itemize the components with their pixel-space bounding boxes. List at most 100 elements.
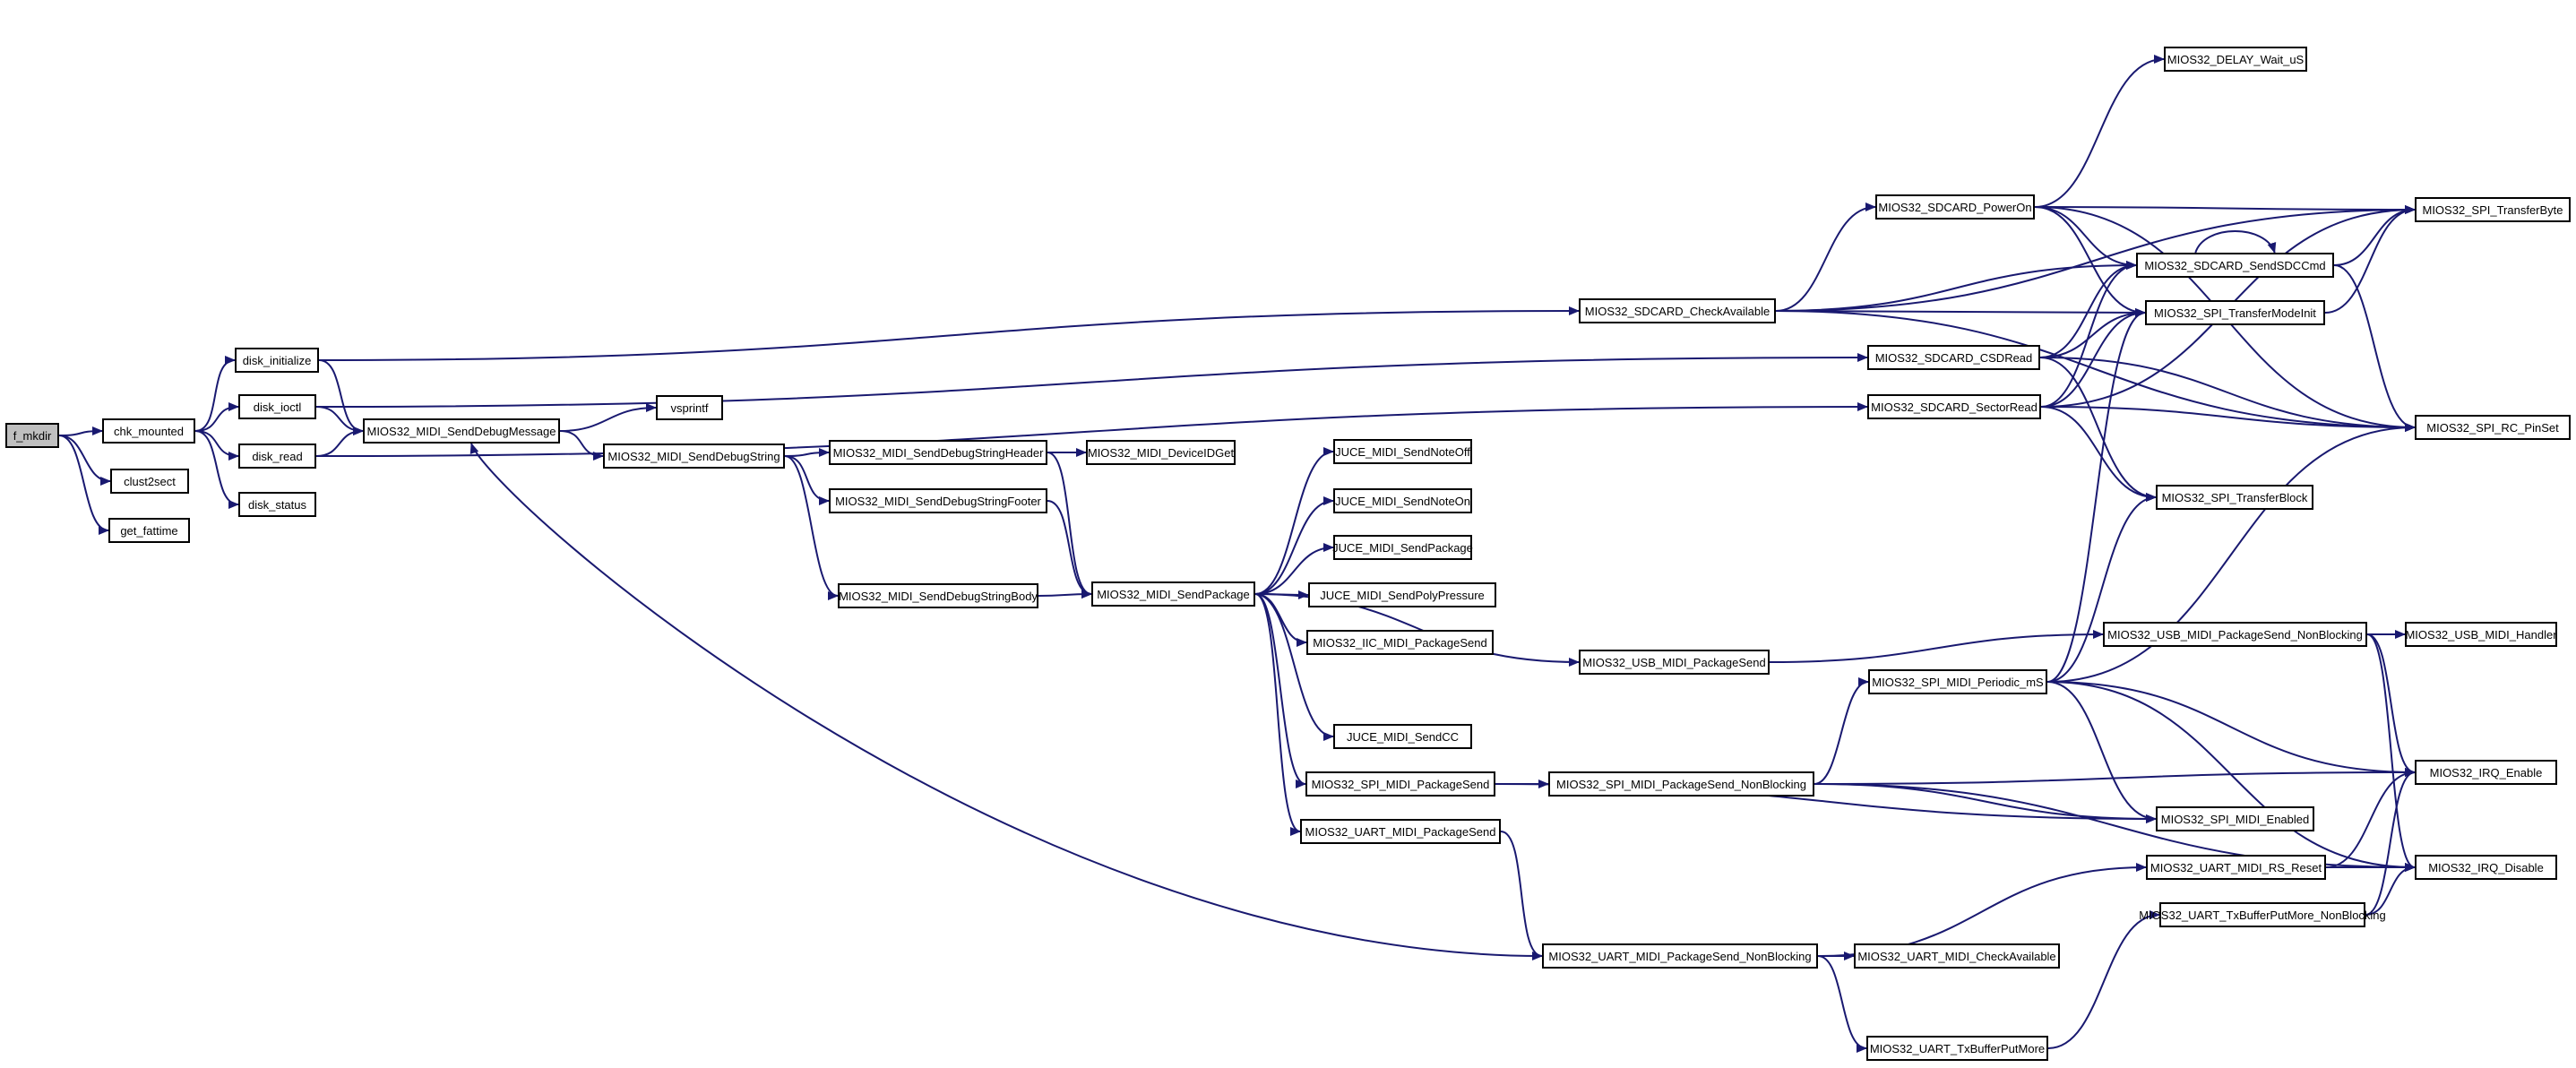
node-mios32-spi-transfermodeinit[interactable]: MIOS32_SPI_TransferModeInit	[2145, 300, 2325, 325]
edge-mios32-usb-midi-packagesend-to-mios32-usb-midi-packagesend-nonblocking	[1769, 630, 2104, 663]
node-mios32-spi-midi-enabled[interactable]: MIOS32_SPI_MIDI_Enabled	[2156, 806, 2314, 831]
edge-mios32-sdcard-poweron-to-mios32-spi-transfermodeinit	[2034, 206, 2146, 317]
node-mios32-midi-sendpackage[interactable]: MIOS32_MIDI_SendPackage	[1091, 581, 1255, 607]
edge-mios32-sdcard-sectorread-to-mios32-spi-transferblock	[2040, 406, 2157, 502]
edge-disk-ioctl-to-mios32-sdcard-csdread	[315, 353, 1868, 408]
node-mios32-spi-midi-periodic-ms[interactable]: MIOS32_SPI_MIDI_Periodic_mS	[1868, 669, 2047, 694]
edge-f-mkdir-to-clust2sect	[58, 435, 111, 486]
node-mios32-irq-disable[interactable]: MIOS32_IRQ_Disable	[2415, 855, 2557, 880]
edge-mios32-usb-midi-packagesend-nonblocking-to-mios32-irq-disable	[2366, 633, 2416, 872]
node-mios32-sdcard-poweron[interactable]: MIOS32_SDCARD_PowerOn	[1875, 194, 2035, 220]
edge-disk-initialize-to-mios32-sdcard-checkavailable	[318, 306, 1580, 361]
node-juce-midi-sendcc[interactable]: JUCE_MIDI_SendCC	[1333, 724, 1472, 749]
edge-mios32-spi-transfermodeinit-to-mios32-spi-transferbyte	[2324, 205, 2416, 314]
node-disk-initialize[interactable]: disk_initialize	[235, 348, 319, 373]
node-mios32-sdcard-csdread[interactable]: MIOS32_SDCARD_CSDRead	[1867, 345, 2040, 370]
edge-mios32-sdcard-checkavailable-to-mios32-sdcard-poweron	[1775, 202, 1876, 312]
node-mios32-usb-midi-packagesend-nonblocking[interactable]: MIOS32_USB_MIDI_PackageSend_NonBlocking	[2103, 622, 2367, 647]
edge-mios32-sdcard-sectorread-to-mios32-sdcard-sendsdccmd	[2040, 261, 2137, 408]
edge-mios32-spi-midi-periodic-ms-to-mios32-spi-midi-enabled	[2046, 681, 2157, 823]
node-disk-ioctl[interactable]: disk_ioctl	[238, 394, 316, 419]
node-mios32-uart-midi-packagesend[interactable]: MIOS32_UART_MIDI_PackageSend	[1300, 819, 1501, 844]
node-mios32-midi-senddebugstringheader[interactable]: MIOS32_MIDI_SendDebugStringHeader	[829, 440, 1047, 465]
node-juce-midi-sendpolypressure[interactable]: JUCE_MIDI_SendPolyPressure	[1308, 582, 1496, 607]
edge-mios32-midi-sendpackage-to-juce-midi-sendnoteoff	[1254, 447, 1334, 595]
edge-mios32-sdcard-checkavailable-to-mios32-spi-transfermodeinit	[1775, 307, 2146, 317]
node-mios32-uart-txbufferputmore[interactable]: MIOS32_UART_TxBufferPutMore	[1866, 1036, 2048, 1061]
node-mios32-sdcard-sendsdccmd[interactable]: MIOS32_SDCARD_SendSDCCmd	[2136, 253, 2334, 278]
node-juce-midi-sendnoteon[interactable]: JUCE_MIDI_SendNoteOn	[1333, 488, 1472, 513]
edge-mios32-uart-midi-packagesend-nonblocking-to-mios32-uart-txbufferputmore	[1817, 955, 1867, 1053]
edge-mios32-sdcard-poweron-to-mios32-delay-wait-us	[2034, 55, 2165, 208]
edge-mios32-midi-sendpackage-to-juce-midi-sendnoteon	[1254, 496, 1334, 595]
edge-mios32-sdcard-sendsdccmd-to-mios32-sdcard-sendsdccmd	[2194, 230, 2277, 254]
edge-mios32-sdcard-checkavailable-to-mios32-spi-rc-pinset	[1775, 310, 2416, 432]
node-vsprintf[interactable]: vsprintf	[656, 395, 723, 420]
node-clust2sect[interactable]: clust2sect	[110, 469, 189, 494]
edge-mios32-sdcard-sendsdccmd-to-mios32-spi-transferbyte	[2333, 205, 2416, 266]
edge-mios32-spi-midi-periodic-ms-to-mios32-spi-transferblock	[2046, 493, 2157, 683]
edge-mios32-sdcard-csdread-to-mios32-spi-transfermodeinit	[2039, 308, 2146, 358]
node-mios32-midi-senddebugstringfooter[interactable]: MIOS32_MIDI_SendDebugStringFooter	[829, 488, 1047, 513]
node-mios32-midi-senddebugstring[interactable]: MIOS32_MIDI_SendDebugString	[603, 444, 785, 469]
edge-mios32-sdcard-csdread-to-mios32-sdcard-sendsdccmd	[2039, 261, 2137, 358]
edge-mios32-uart-midi-rs-reset-to-mios32-irq-enable	[2325, 768, 2416, 868]
edge-mios32-midi-senddebugmessage-to-mios32-midi-senddebugstring	[559, 430, 604, 461]
edge-mios32-spi-midi-periodic-ms-to-mios32-spi-transfermodeinit	[2046, 308, 2146, 683]
edge-mios32-spi-midi-periodic-ms-to-mios32-spi-rc-pinset	[2046, 423, 2416, 683]
node-mios32-uart-midi-checkavailable[interactable]: MIOS32_UART_MIDI_CheckAvailable	[1854, 943, 2060, 969]
node-mios32-iic-midi-packagesend[interactable]: MIOS32_IIC_MIDI_PackageSend	[1306, 630, 1494, 655]
edge-chk-mounted-to-disk-status	[194, 430, 239, 509]
node-mios32-uart-txbufferputmore-nonblocking[interactable]: MIOS32_UART_TxBufferPutMore_NonBlocking	[2139, 902, 2386, 927]
node-get-fattime[interactable]: get_fattime	[108, 518, 190, 543]
edge-mios32-sdcard-checkavailable-to-mios32-spi-transferbyte	[1775, 205, 2416, 312]
node-mios32-spi-midi-packagesend[interactable]: MIOS32_SPI_MIDI_PackageSend	[1305, 771, 1495, 797]
edge-mios32-sdcard-csdread-to-mios32-spi-rc-pinset	[2039, 357, 2416, 432]
node-disk-read[interactable]: disk_read	[238, 444, 316, 469]
edge-chk-mounted-to-disk-ioctl	[194, 402, 239, 432]
edge-mios32-midi-senddebugstringheader-to-mios32-midi-sendpackage	[1047, 452, 1092, 599]
node-f-mkdir: f_mkdir	[5, 423, 59, 448]
node-disk-status[interactable]: disk_status	[238, 492, 316, 517]
node-chk-mounted[interactable]: chk_mounted	[102, 418, 195, 444]
edge-mios32-midi-sendpackage-to-juce-midi-sendcc	[1254, 593, 1334, 741]
node-mios32-uart-midi-rs-reset[interactable]: MIOS32_UART_MIDI_RS_Reset	[2146, 855, 2326, 880]
edge-mios32-uart-txbufferputmore-to-mios32-uart-txbufferputmore-nonblocking	[2047, 910, 2160, 1049]
node-mios32-spi-midi-packagesend-nonblocking[interactable]: MIOS32_SPI_MIDI_PackageSend_NonBlocking	[1548, 771, 1814, 797]
node-mios32-irq-enable[interactable]: MIOS32_IRQ_Enable	[2415, 760, 2557, 785]
node-mios32-sdcard-sectorread[interactable]: MIOS32_SDCARD_SectorRead	[1867, 394, 2041, 419]
edge-mios32-sdcard-sectorread-to-mios32-spi-rc-pinset	[2040, 406, 2416, 432]
node-mios32-sdcard-checkavailable[interactable]: MIOS32_SDCARD_CheckAvailable	[1579, 298, 1776, 323]
edge-mios32-sdcard-checkavailable-to-mios32-sdcard-sendsdccmd	[1775, 261, 2137, 312]
edge-f-mkdir-to-chk-mounted	[58, 426, 103, 436]
edge-mios32-midi-senddebugstringbody-to-mios32-midi-sendpackage	[1038, 590, 1092, 599]
edge-mios32-spi-midi-periodic-ms-to-mios32-irq-enable	[2046, 681, 2416, 777]
node-juce-midi-sendpackage[interactable]: JUCE_MIDI_SendPackage	[1332, 535, 1473, 560]
edge-mios32-spi-midi-packagesend-nonblocking-to-mios32-irq-enable	[1814, 768, 2416, 785]
node-mios32-midi-senddebugmessage[interactable]: MIOS32_MIDI_SendDebugMessage	[363, 418, 560, 444]
edge-mios32-sdcard-sectorread-to-mios32-spi-transfermodeinit	[2040, 308, 2146, 408]
edge-mios32-uart-midi-packagesend-to-mios32-uart-midi-packagesend-nonblocking	[1500, 831, 1543, 960]
edge-mios32-sdcard-poweron-to-mios32-sdcard-sendsdccmd	[2034, 206, 2137, 270]
node-mios32-midi-senddebugstringbody[interactable]: MIOS32_MIDI_SendDebugStringBody	[838, 583, 1038, 608]
node-mios32-usb-midi-handler[interactable]: MIOS32_USB_MIDI_Handler	[2405, 622, 2557, 647]
node-mios32-spi-transferblock[interactable]: MIOS32_SPI_TransferBlock	[2156, 485, 2313, 510]
node-mios32-delay-wait-us[interactable]: MIOS32_DELAY_Wait_uS	[2164, 47, 2307, 72]
edge-mios32-uart-midi-packagesend-nonblocking-to-mios32-midi-senddebugmessage	[470, 443, 1543, 957]
edge-f-mkdir-to-get-fattime	[58, 435, 109, 535]
node-juce-midi-sendnoteoff[interactable]: JUCE_MIDI_SendNoteOff	[1333, 439, 1472, 464]
edge-chk-mounted-to-disk-read	[194, 430, 239, 461]
node-mios32-spi-rc-pinset[interactable]: MIOS32_SPI_RC_PinSet	[2415, 415, 2571, 440]
node-mios32-midi-deviceidget[interactable]: MIOS32_MIDI_DeviceIDGet	[1086, 440, 1236, 465]
edge-mios32-midi-sendpackage-to-mios32-spi-midi-packagesend	[1254, 593, 1306, 788]
node-mios32-usb-midi-packagesend[interactable]: MIOS32_USB_MIDI_PackageSend	[1579, 650, 1770, 675]
edge-mios32-uart-txbufferputmore-nonblocking-to-mios32-irq-enable	[2365, 768, 2416, 916]
node-mios32-uart-midi-packagesend-nonblocking[interactable]: MIOS32_UART_MIDI_PackageSend_NonBlocking	[1542, 943, 1818, 969]
edge-mios32-spi-midi-packagesend-nonblocking-to-mios32-spi-midi-periodic-ms	[1814, 677, 1869, 785]
edge-mios32-midi-senddebugstring-to-mios32-midi-senddebugstringfooter	[784, 455, 830, 505]
edge-mios32-midi-senddebugstring-to-mios32-midi-senddebugstringheader	[784, 448, 830, 458]
edge-mios32-midi-senddebugstringfooter-to-mios32-midi-sendpackage	[1047, 500, 1092, 599]
edge-mios32-midi-senddebugmessage-to-vsprintf	[559, 403, 657, 432]
node-mios32-spi-transferbyte[interactable]: MIOS32_SPI_TransferByte	[2415, 197, 2571, 222]
